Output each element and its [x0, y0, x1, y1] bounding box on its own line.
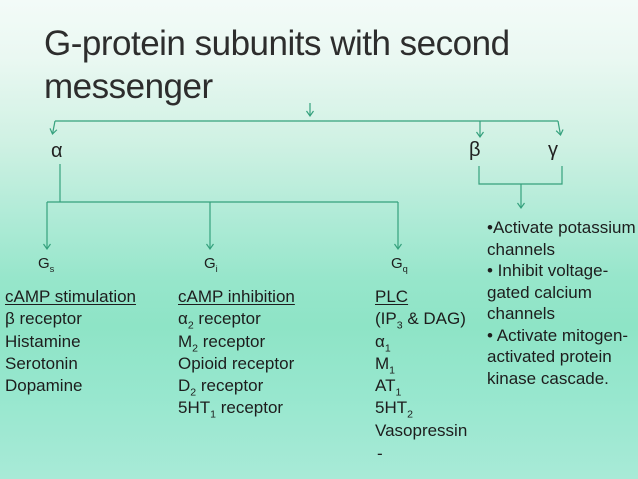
- gi-list-header: cAMP inhibition: [178, 287, 295, 306]
- beta-subunit-label: β: [469, 139, 481, 161]
- gi-protein-label: Gi: [204, 255, 218, 274]
- page-title: G-protein subunits with second messenger: [44, 24, 510, 106]
- arrow-to-gamma: [555, 120, 564, 137]
- list-item: Histamine: [5, 331, 81, 351]
- beta-gamma-join-bracket: [478, 166, 563, 185]
- gs-receptor-list: cAMP stimulation β receptor Histamine Se…: [5, 286, 136, 397]
- list-item: Vasopressin: [375, 420, 468, 440]
- list-item: (IP3 & DAG): [375, 309, 466, 332]
- list-item: β receptor: [5, 309, 82, 329]
- list-item: 5HT1 receptor: [178, 398, 284, 421]
- alpha-subunit-label: α: [51, 140, 63, 162]
- list-item: 5HT2: [375, 398, 413, 421]
- gq-receptor-list: PLC (IP3 & DAG) α1 M1 AT1 5HT2 Vasopress…: [375, 286, 467, 442]
- beta-gamma-effects-list: •Activate potassium channels • Inhibit v…: [487, 217, 637, 389]
- list-item: α1: [375, 331, 391, 354]
- footnote-dash: -: [377, 444, 383, 463]
- gq-protein-label: Gq: [391, 255, 408, 274]
- arrow-to-alpha: [49, 120, 58, 136]
- list-item: Serotonin: [5, 353, 78, 373]
- effect-bullet: • Inhibit voltage-gated calcium channels: [487, 261, 609, 323]
- gi-receptor-list: cAMP inhibition α2 receptor M2 receptor …: [178, 286, 295, 420]
- gq-list-header: PLC: [375, 287, 409, 306]
- effect-bullet: • Activate mitogen-activated protein kin…: [487, 325, 629, 388]
- list-item: M1: [375, 353, 396, 377]
- gs-protein-label: Gs: [38, 255, 55, 274]
- list-item: AT1: [375, 376, 402, 399]
- effect-bullet: •Activate potassium channels: [487, 218, 636, 259]
- list-item: α2 receptor: [178, 309, 261, 332]
- list-item: M2 receptor: [178, 331, 266, 354]
- gs-list-header: cAMP stimulation: [5, 287, 137, 306]
- list-item: Opioid receptor: [178, 353, 295, 373]
- list-item: Dopamine: [5, 376, 83, 396]
- list-item: D2 receptor: [178, 376, 264, 399]
- gamma-subunit-label: γ: [548, 139, 558, 161]
